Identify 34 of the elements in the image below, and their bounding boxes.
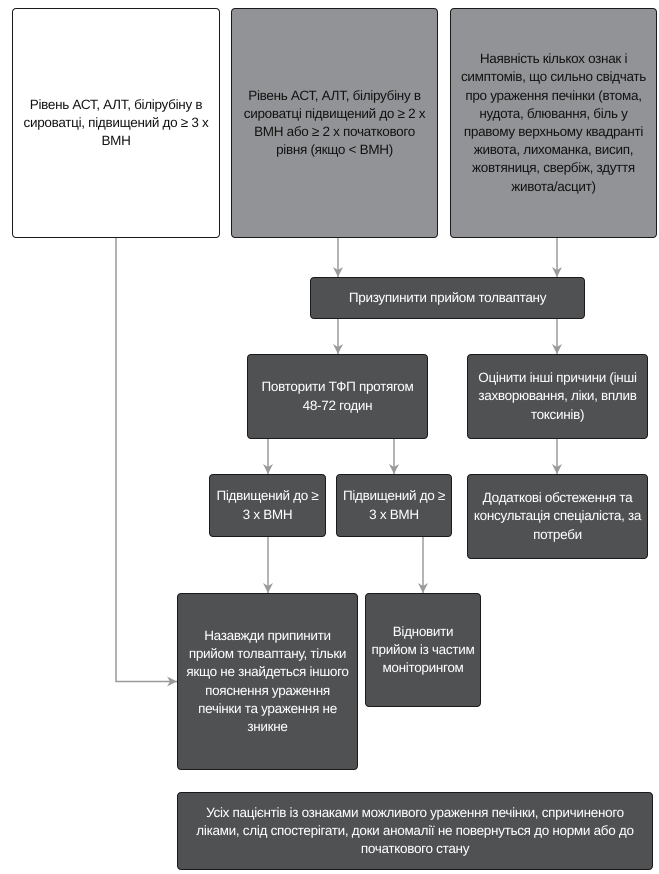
condition-box xyxy=(231,8,438,238)
box-text: Додаткові обстеження та консультація спеціаліста, за потреби xyxy=(473,489,642,544)
process-box xyxy=(365,593,481,707)
arrow xyxy=(333,238,343,277)
arrow xyxy=(333,319,343,354)
process-box xyxy=(177,792,653,870)
box-text: Оцінити інші причини (інші захворювання, ліки, вплив токсинів) xyxy=(477,369,638,424)
box-text: Призупинити прийом толваптану xyxy=(348,288,546,307)
arrow xyxy=(552,238,562,277)
box-text: Підвищений до ≥ 3 х ВМН xyxy=(215,487,320,524)
condition-box xyxy=(450,8,657,238)
process-box xyxy=(336,474,452,537)
arrow xyxy=(418,537,428,593)
box-text: Рівень АСТ, АЛТ, білірубіну в сироватці, підвищений до ≥ 3 х ВМН xyxy=(22,96,210,150)
process-box xyxy=(247,354,428,439)
box-text: Назавжди припинити прийом толваптану, тільки якщо не знайдеться іншого пояснення ураження печінки та ураження не зникне xyxy=(185,626,350,736)
box-text: Усіх пацієнтів із ознаками можливого ураження печінки, спричиненого ліками, слід спостерігати, доки аномалії не повернуться до норми або до початкового стану xyxy=(195,804,635,858)
box-text: Відновити прийом із частим моніторингом xyxy=(371,622,475,678)
arrow xyxy=(389,439,399,474)
arrow xyxy=(552,439,562,474)
box-text: Наявність кількох ознак і симптомів, що сильно свідчать про ураження печінки (втома, нудота, блювання, біль у правому верхньому квадранті живота, лихоманка, висип, жовтяниця, свербіж, здуття живота/асцит) xyxy=(460,50,648,196)
arrow xyxy=(552,319,562,354)
process-box xyxy=(209,474,326,537)
arrow xyxy=(115,238,177,686)
process-box xyxy=(467,354,648,439)
box-text: Повторити ТФП протягом 48-72 годин xyxy=(260,378,414,415)
box-text: Підвищений до ≥ 3 х ВМН xyxy=(342,487,446,524)
arrow xyxy=(263,439,273,474)
process-box xyxy=(177,593,358,770)
process-box xyxy=(310,277,585,319)
arrow xyxy=(263,537,273,593)
box-text: Рівень АСТ, АЛТ, білірубіну в сироватці підвищений до ≥ 2 х ВМН або ≥ 2 х початкового рівня (якщо < ВМН) xyxy=(242,86,426,160)
condition-box xyxy=(12,8,220,238)
process-box xyxy=(467,474,648,559)
